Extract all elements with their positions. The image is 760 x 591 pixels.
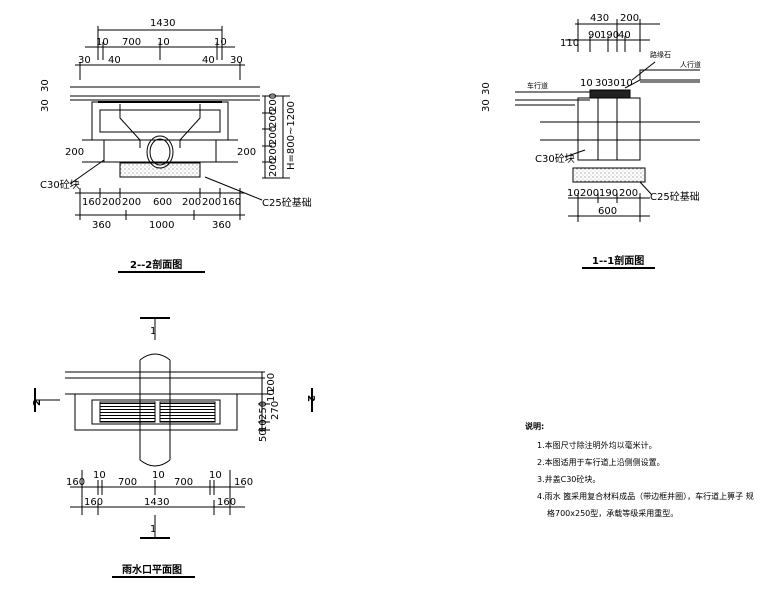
dim-11-b1-200a: 200 [580, 188, 599, 199]
notes-block: 说明: 1.本图尺寸除注明外均以毫米计。 2.本图适用于车行道上沿侧侧设置。 3… [525, 418, 754, 522]
dim-40b: 40 [202, 55, 215, 66]
label-road: 车行道 [527, 81, 548, 90]
plan-view-labels: 1 1 2 2 200 10 250 270 10 50 160 10 700 … [32, 326, 316, 576]
dim-plan-10b: 10 [258, 419, 269, 432]
label-c25-11: C25砼基础 [650, 190, 700, 203]
dim-10b: 10 [157, 37, 170, 48]
dim-430: 430 [590, 13, 609, 24]
dim-b2-360a: 360 [92, 220, 111, 231]
note-item-4: 4.雨水 篦采用复合材料成品（带边框井圈），车行道上箅子 规 [537, 492, 754, 501]
dim-11-b1-10: 10 [567, 188, 580, 199]
note-item-1: 1.本图尺寸除注明外均以毫米计。 [537, 441, 657, 450]
dim-plan-250: 250 [258, 401, 269, 420]
dim-b1-200c: 200 [182, 197, 201, 208]
dim-30-11b: 30 [481, 99, 492, 112]
dim-30-vert-a: 30 [40, 79, 51, 92]
dim-b1-200b: 200 [122, 197, 141, 208]
dim-110: 110 [560, 38, 579, 49]
dim-30-11a: 30 [481, 82, 492, 95]
section-mark-2-right: 2 [305, 395, 316, 402]
dim-10a: 10 [96, 37, 109, 48]
dim-plan-b1-10a: 10 [93, 470, 106, 481]
dim-plan-50: 50 [258, 429, 269, 442]
dim-plan-b1-10c: 10 [209, 470, 222, 481]
label-c30-22: C30砼块 [40, 178, 80, 191]
section-mark-1-bottom: 1 [150, 524, 156, 535]
dim-r-200a: 200 [268, 93, 279, 112]
section-1-1-labels: 430 200 110 90 190 40 10 30 30 10 30 30 … [481, 13, 701, 267]
dim-11-b1-200b: 200 [619, 188, 638, 199]
plan-view [34, 317, 313, 578]
label-c25-22: C25砼基础 [262, 196, 312, 209]
dim-r-200b: 200 [268, 109, 279, 128]
dim-90: 90 [588, 30, 601, 41]
dim-1430: 1430 [150, 18, 175, 29]
dim-left-200: 200 [65, 147, 84, 158]
dim-plan-b1-160a: 160 [66, 477, 85, 488]
dim-10b-11: 10 [620, 78, 633, 89]
dim-10a-11: 10 [580, 78, 593, 89]
dim-plan-b2-160a: 160 [84, 497, 103, 508]
dim-b1-160a: 160 [82, 197, 101, 208]
dim-30b: 30 [230, 55, 243, 66]
note-item-4-cont: 格700x250型，承载等级采用重型。 [547, 509, 679, 518]
dim-plan-b1-700b: 700 [174, 477, 193, 488]
dim-r-200c: 200 [268, 126, 279, 145]
dim-700: 700 [122, 37, 141, 48]
dim-b2-360b: 360 [212, 220, 231, 231]
dim-b1-160b: 160 [222, 197, 241, 208]
dim-40a: 40 [108, 55, 121, 66]
dim-h-range: H=800~1200 [286, 101, 297, 170]
section-2-2-labels: 1430 10 700 10 10 30 40 40 30 30 30 200 … [40, 18, 312, 271]
dim-190: 190 [600, 30, 619, 41]
notes-heading: 说明: [525, 422, 545, 431]
dim-40: 40 [618, 30, 631, 41]
title-plan-view: 雨水口平面图 [122, 563, 182, 576]
note-item-2: 2.本图适用于车行道上沿侧侧设置。 [537, 458, 665, 467]
dim-b1-200d: 200 [202, 197, 221, 208]
title-section-2-2: 2--2剖面图 [130, 258, 182, 271]
section-1-1 [515, 19, 700, 269]
dim-b2-1000: 1000 [149, 220, 174, 231]
dim-11-b2-600: 600 [598, 206, 617, 217]
dim-30a-11: 30 [595, 78, 608, 89]
dim-30b-11: 30 [607, 78, 620, 89]
label-c30-11: C30砼块 [535, 152, 575, 165]
dim-10c: 10 [214, 37, 227, 48]
label-curb: 路缘石 [650, 50, 671, 59]
label-sidewalk: 人行道 [680, 60, 701, 69]
dim-11-b1-190: 190 [599, 188, 618, 199]
dim-30-vert-b: 30 [40, 99, 51, 112]
dim-plan-b1-160b: 160 [234, 477, 253, 488]
dim-200-top: 200 [620, 13, 639, 24]
dim-r-200d: 200 [268, 142, 279, 161]
section-2-2 [69, 26, 290, 273]
section-mark-1-top: 1 [150, 326, 156, 337]
dim-plan-b1-10b: 10 [152, 470, 165, 481]
dim-r-200e: 200 [268, 158, 279, 177]
dim-plan-200: 200 [266, 373, 277, 392]
dim-plan-10a: 10 [266, 389, 277, 402]
dim-30a: 30 [78, 55, 91, 66]
dim-b1-200a: 200 [102, 197, 121, 208]
dim-plan-270: 270 [270, 401, 281, 420]
dim-right-200: 200 [237, 147, 256, 158]
dim-plan-b1-700a: 700 [118, 477, 137, 488]
dim-plan-b2-1430: 1430 [144, 497, 169, 508]
dim-plan-b2-160b: 160 [217, 497, 236, 508]
note-item-3: 3.井盖C30砼块。 [537, 475, 601, 484]
section-mark-2-left: 2 [32, 399, 43, 406]
title-section-1-1: 1--1剖面图 [592, 254, 644, 267]
dim-b1-600: 600 [153, 197, 172, 208]
